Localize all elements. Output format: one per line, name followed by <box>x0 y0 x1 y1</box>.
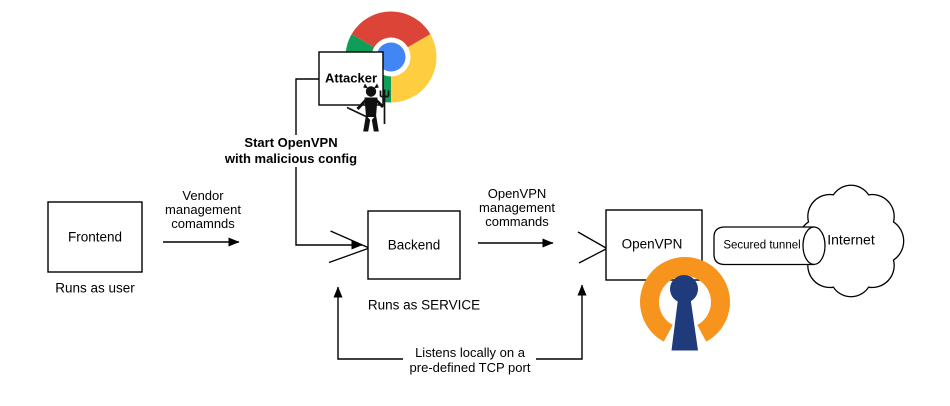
listens-bracket-left-arrow <box>333 286 403 360</box>
internet-label: Internet <box>827 231 875 248</box>
chrome-blue-center <box>376 42 406 72</box>
devil-stick <box>346 106 367 118</box>
devil-arm-right <box>374 98 385 109</box>
openvpn-commands-label: OpenVPN management commands <box>479 186 555 229</box>
devil-attacker-icon <box>346 83 390 132</box>
devil-arm-left <box>356 98 368 111</box>
tunnel-end-ellipse <box>802 226 826 266</box>
frontend-caption: Runs as user <box>55 280 135 296</box>
devil-head <box>365 86 377 97</box>
openvpn-logo-icon <box>640 256 730 351</box>
listens-label: Listens locally on a pre-defined TCP por… <box>406 345 534 375</box>
listens-bracket-right-arrow <box>536 284 587 360</box>
frontend-label: Frontend <box>67 229 123 245</box>
devil-horn-right <box>373 83 379 89</box>
openvpn-input-fan <box>577 231 607 264</box>
attacker-label: Attacker <box>324 70 378 86</box>
chrome-red-segment <box>351 11 431 57</box>
openvpn-keyhole-stem <box>671 295 698 351</box>
devil-trident <box>379 89 390 124</box>
frontend-box <box>47 201 143 273</box>
backend-box <box>367 210 461 280</box>
backend-label: Backend <box>387 237 441 253</box>
devil-leg-right <box>371 115 379 132</box>
secured-tunnel-label: Secured tunnel <box>723 239 801 252</box>
malicious-config-label: Start OpenVPN with malicious config <box>221 135 361 167</box>
devil-horn-left <box>363 83 369 89</box>
secured-tunnel-cylinder <box>713 226 826 266</box>
backend-input-fan <box>328 230 369 264</box>
openvpn-label: OpenVPN <box>621 236 683 252</box>
devil-leg-left <box>363 115 371 132</box>
devil-torso <box>364 97 378 117</box>
openvpn-keyhole-head <box>670 275 698 303</box>
tunnel-body <box>713 226 815 266</box>
vendor-commands-label: Vendor management comamnds <box>165 188 241 231</box>
backend-caption: Runs as SERVICE <box>367 297 481 313</box>
openvpn-orange-arc <box>640 256 730 342</box>
